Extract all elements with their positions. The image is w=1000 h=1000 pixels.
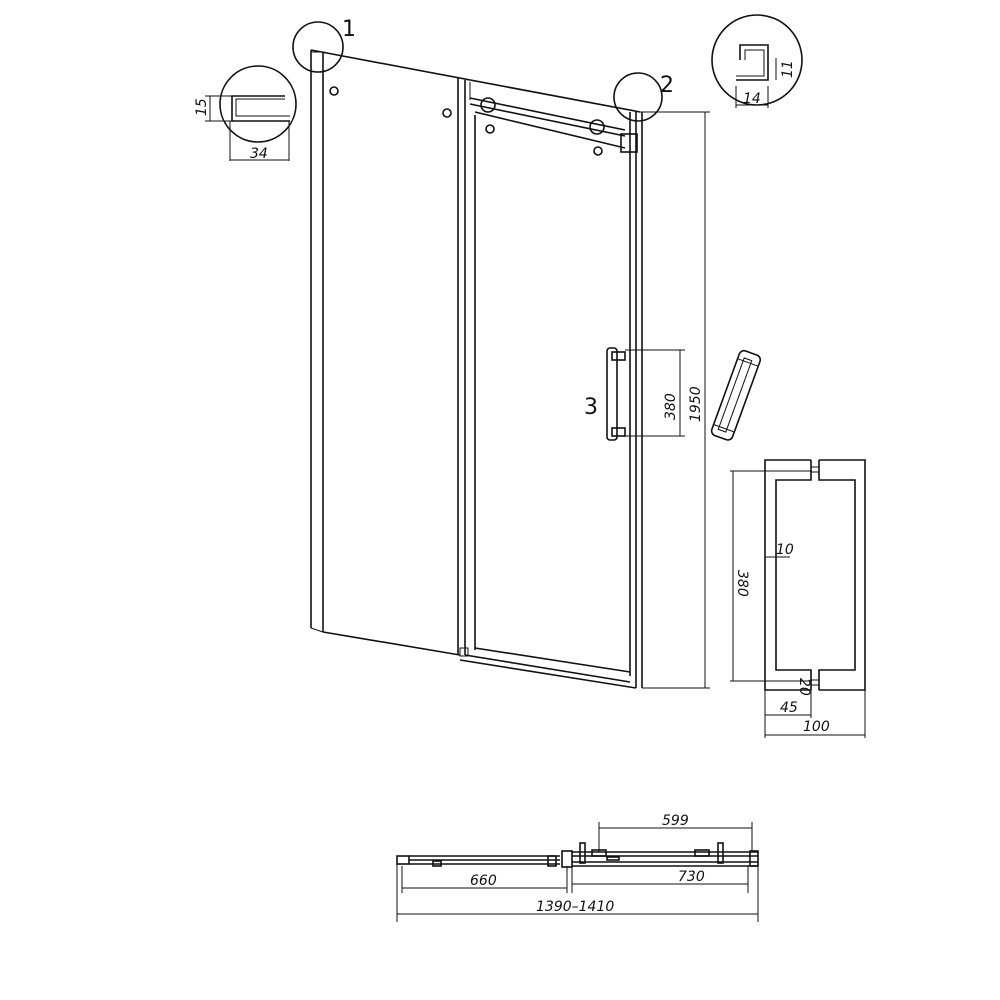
handle-detail: 380 10 20 45 100 <box>730 459 866 738</box>
detail-1-height: 15 <box>194 98 210 116</box>
callout-label-3: 3 <box>584 395 598 420</box>
total-width-dim: 1390–1410 <box>536 899 614 915</box>
handle-offset-dim: 20 <box>796 678 812 696</box>
fixed-panel <box>310 49 641 656</box>
top-view: 599 660 730 1390–1410 <box>396 813 759 922</box>
handle-height-dim: 380 <box>663 393 679 420</box>
fixing-hole <box>442 108 452 118</box>
handle-bar-dim: 10 <box>776 542 794 558</box>
profile-detail-1: 15 34 <box>194 65 297 162</box>
total-height-dim: 1950 <box>688 386 704 422</box>
detail-2-height: 11 <box>780 60 796 78</box>
detail-2-width: 14 <box>743 91 761 107</box>
handle-isometric <box>710 349 762 441</box>
handle-length-dim: 380 <box>734 570 750 597</box>
roller <box>589 119 605 135</box>
fixing-hole <box>329 86 339 96</box>
callout-circle-2 <box>613 72 663 122</box>
handle-depth-dim: 100 <box>803 719 830 735</box>
sliding-door <box>457 78 643 689</box>
callout-circle-1 <box>292 21 344 73</box>
callout-label-1: 1 <box>342 17 356 42</box>
door-travel-dim: 599 <box>662 813 689 829</box>
fixed-width-dim: 660 <box>470 873 497 889</box>
door-width-dim: 730 <box>678 869 705 885</box>
front-view: 1 2 3 380 1950 <box>292 17 710 689</box>
detail-1-width: 34 <box>250 146 268 162</box>
handle-standoff-dim: 45 <box>780 700 798 716</box>
profile-detail-2: 14 11 <box>711 14 803 108</box>
door-handle <box>606 347 626 441</box>
callout-label-2: 2 <box>660 73 674 98</box>
roller <box>480 97 496 113</box>
